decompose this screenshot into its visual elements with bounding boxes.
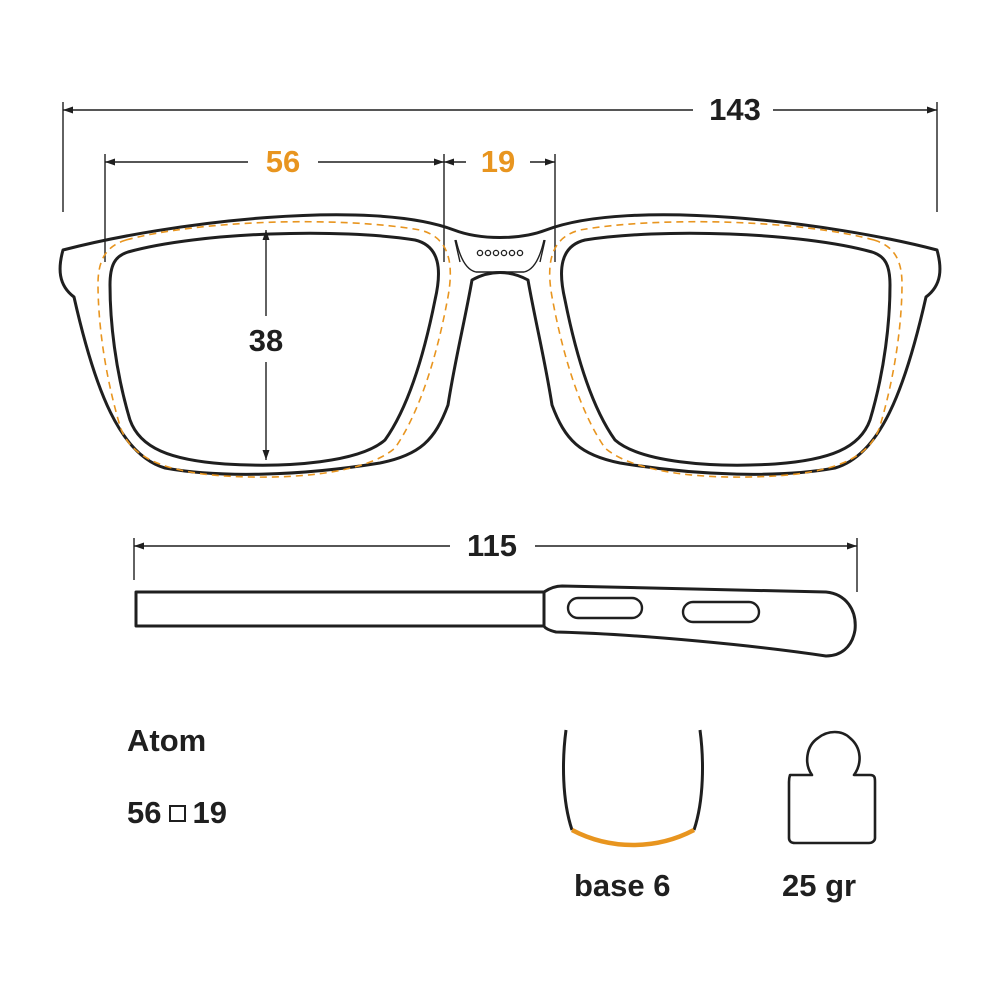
temple-length-value: 115 <box>467 528 517 563</box>
total-width-dimension: 143 <box>62 92 938 212</box>
temple-slot-1 <box>566 596 644 620</box>
base-curve-label: base 6 <box>574 868 671 903</box>
lens-height-dimension: 38 <box>249 230 283 460</box>
weight-label: 25 gr <box>782 868 857 903</box>
box-size-symbol-icon <box>169 804 187 822</box>
total-width-value: 143 <box>709 92 761 127</box>
left-lens-groove <box>97 220 452 478</box>
size-lens-width: 56 <box>127 795 162 830</box>
size-bridge-width: 19 <box>192 795 227 830</box>
size-designation: 56 19 <box>127 795 227 831</box>
lens-height-value: 38 <box>249 323 283 358</box>
bridge-width-dimension: 19 <box>444 144 556 262</box>
frame-front <box>58 213 942 476</box>
weight-icon <box>787 730 877 845</box>
temple-arm <box>134 584 857 658</box>
right-lens-groove <box>548 220 903 478</box>
right-lens <box>548 220 903 478</box>
model-name: Atom <box>127 723 207 758</box>
left-lens <box>97 220 452 478</box>
base-curve-icon <box>562 729 704 848</box>
lens-width-value: 56 <box>266 144 300 179</box>
bridge-width-value: 19 <box>481 144 515 179</box>
temple-length-dimension: 115 <box>133 528 858 592</box>
temple-slot-2 <box>681 600 761 624</box>
bridge-dots <box>476 249 524 257</box>
lens-width-dimension: 56 <box>104 144 445 262</box>
